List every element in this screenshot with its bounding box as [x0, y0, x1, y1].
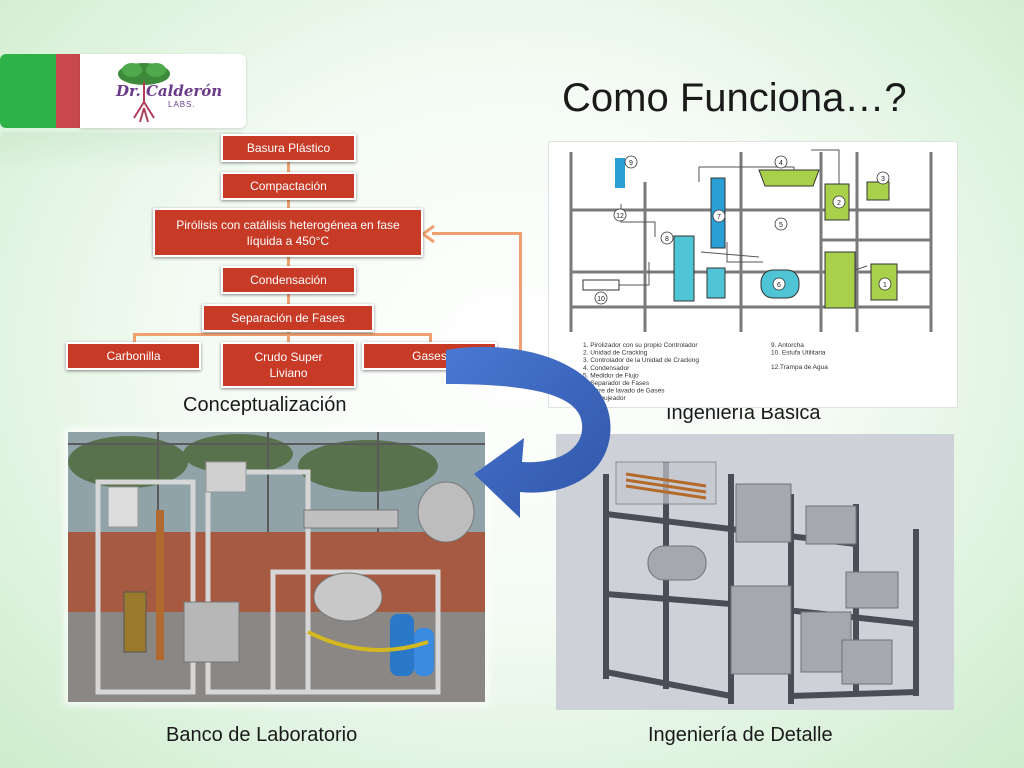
- slide-title: Como Funciona…?: [562, 76, 907, 120]
- condenser-unit: [758, 169, 820, 187]
- schematic-marker-label: 6: [777, 282, 781, 289]
- logo-reflection: [0, 132, 246, 172]
- schematic-legend-item: 12.Trampa de Agua: [771, 364, 828, 371]
- flow-connector: [133, 333, 431, 336]
- detail-engineering-render: [556, 434, 954, 710]
- company-logo: Dr. Calderón LABS.: [80, 54, 246, 128]
- schematic-marker: [774, 217, 788, 231]
- flow-connector: [287, 294, 290, 304]
- flow-step-compaction: Compactación: [221, 172, 356, 200]
- flow-output-char: Carbonilla: [66, 342, 201, 370]
- torch-unit: [615, 158, 625, 188]
- schematic-marker-label: 4: [779, 160, 783, 167]
- schematic-legend-item: 9. Antorcha: [771, 342, 804, 349]
- schematic-marker-label: 5: [779, 222, 783, 229]
- schematic-marker: [613, 208, 627, 222]
- schematic-marker-label: 7: [717, 214, 721, 221]
- schematic-legend-item: 5. Medidor de Flujo: [583, 372, 639, 379]
- schematic-marker: [876, 171, 890, 185]
- logo-red-band: [56, 54, 80, 128]
- schematic-marker-label: 2: [837, 200, 841, 207]
- schematic-marker: [878, 277, 892, 291]
- small-tank: [706, 267, 726, 299]
- feedback-connector: [519, 232, 522, 357]
- schematic-number-labels: 9 7 8 12 10 4 3 5 2 6 1: [594, 155, 892, 305]
- schematic-marker-label: 9: [629, 160, 633, 167]
- lab-bench-photo: [68, 432, 485, 702]
- flow-step-condensation: Condensación: [221, 266, 356, 294]
- flow-connector: [429, 333, 432, 343]
- tree-icon: [118, 63, 170, 123]
- logo-green-band: [0, 54, 56, 128]
- schematic-marker: [624, 155, 638, 169]
- flow-connector: [287, 332, 290, 342]
- feedback-arrowhead-icon: [420, 224, 435, 244]
- flow-connector: [133, 333, 136, 343]
- schematic-legend: 1. Pirolizador con su propio Controlador…: [583, 342, 828, 402]
- logo-name: Dr. Calderón: [116, 82, 223, 100]
- schematic-marker-label: 8: [665, 236, 669, 243]
- schematic-legend-item: 1. Pirolizador con su propio Controlador: [583, 342, 698, 349]
- caption-lab-bench: Banco de Laboratorio: [166, 724, 358, 746]
- flow-connector: [287, 162, 290, 174]
- schematic-legend-item: 7. Torre de lavado de Gases: [583, 388, 665, 395]
- caption-conceptualization: Conceptualización: [183, 394, 347, 416]
- cracking-controller: [866, 181, 890, 201]
- schematic-drawing: 9 7 8 12 10 4 3 5 2 6 1 1. Pirolizador con su prop…: [569, 149, 933, 402]
- schematic-marker: [832, 195, 846, 209]
- schematic-legend-item: 4. Condensador: [583, 365, 630, 372]
- flow-output-crude: Crudo Super Liviano: [221, 342, 356, 388]
- logo-sub: LABS.: [168, 100, 196, 109]
- detail-render-illustration: [603, 461, 919, 704]
- pyrolyzer-unit: [824, 251, 856, 309]
- schematic-marker-label: 1: [883, 282, 887, 289]
- schematic-legend-item: 3. Controlador de la Unidad de Cracking: [583, 357, 699, 364]
- schematic-legend-item: 6. Separador de Fases: [583, 380, 650, 387]
- schematic-marker-label: 3: [881, 176, 885, 183]
- lab-bench-illustration: [68, 432, 485, 702]
- schematic-marker: [774, 155, 788, 169]
- feedback-connector: [432, 232, 522, 235]
- flow-connector: [287, 257, 290, 266]
- flow-connector: [287, 200, 290, 210]
- schematic-marker-label: 10: [597, 296, 605, 303]
- flow-step-plastic-waste: Basura Plástico: [221, 134, 356, 162]
- schematic-marker: [712, 209, 726, 223]
- schematic-legend-item: 8. Burbujeador: [583, 395, 626, 402]
- schematic-marker: [772, 277, 786, 291]
- flow-step-pyrolysis: Pirólisis con catálisis heterogénea en f…: [153, 208, 423, 257]
- schematic-marker: [594, 291, 608, 305]
- schematic-marker-label: 12: [616, 213, 624, 220]
- process-schematic: 9 7 8 12 10 4 3 5 2 6 1 1. Pirolizador con su prop…: [548, 141, 958, 408]
- schematic-legend-item: 10. Estufa Utilitaria: [771, 350, 826, 357]
- utility-stove: [582, 279, 620, 291]
- schematic-legend-item: 2. Unidad de Cracking: [583, 350, 648, 357]
- cycle-arrow-icon: [446, 346, 611, 518]
- schematic-marker: [660, 231, 674, 245]
- flow-step-phase-separation: Separación de Fases: [202, 304, 374, 332]
- bubbler-unit: [673, 235, 695, 302]
- caption-detail-engineering: Ingeniería de Detalle: [648, 724, 833, 746]
